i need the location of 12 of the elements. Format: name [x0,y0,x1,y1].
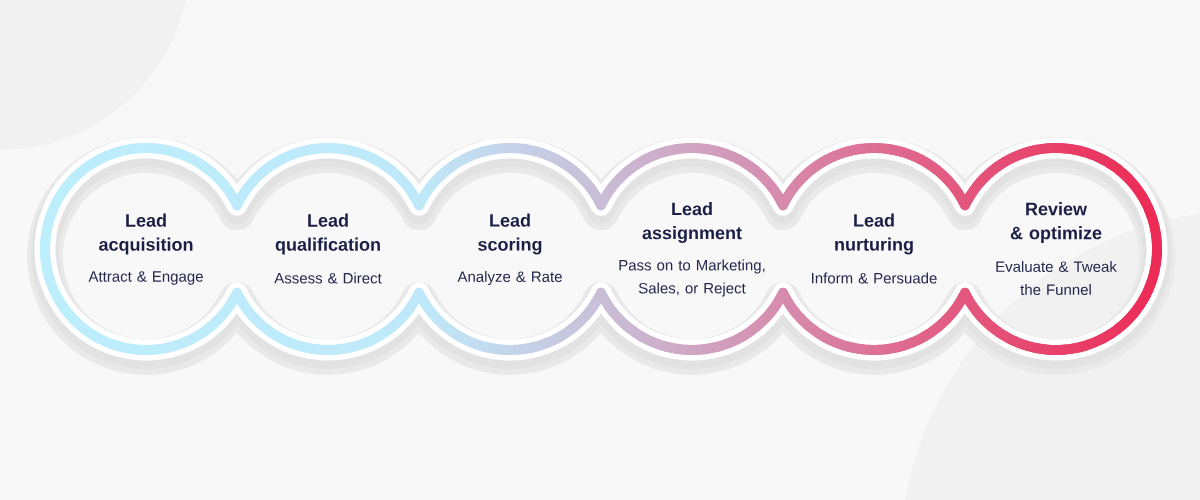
step-description: Pass on to Marketing, Sales, or Reject [619,259,765,297]
step-title: Lead nurturing [835,213,913,255]
step-title: Review & optimize [1010,202,1102,243]
step-description: Assess & Direct [274,272,382,284]
step-title: Lead acquisition [99,213,193,255]
step-title: Lead scoring [478,213,542,255]
step-description: Inform & Persuade [812,272,937,284]
step-title: Lead qualification [275,213,380,255]
step-description: Evaluate & Tweak the Funnel [996,261,1117,295]
step-description: Analyze & Rate [457,271,562,285]
step-title: Lead assignment [642,202,742,243]
step-description: Attract & Engage [88,271,203,285]
